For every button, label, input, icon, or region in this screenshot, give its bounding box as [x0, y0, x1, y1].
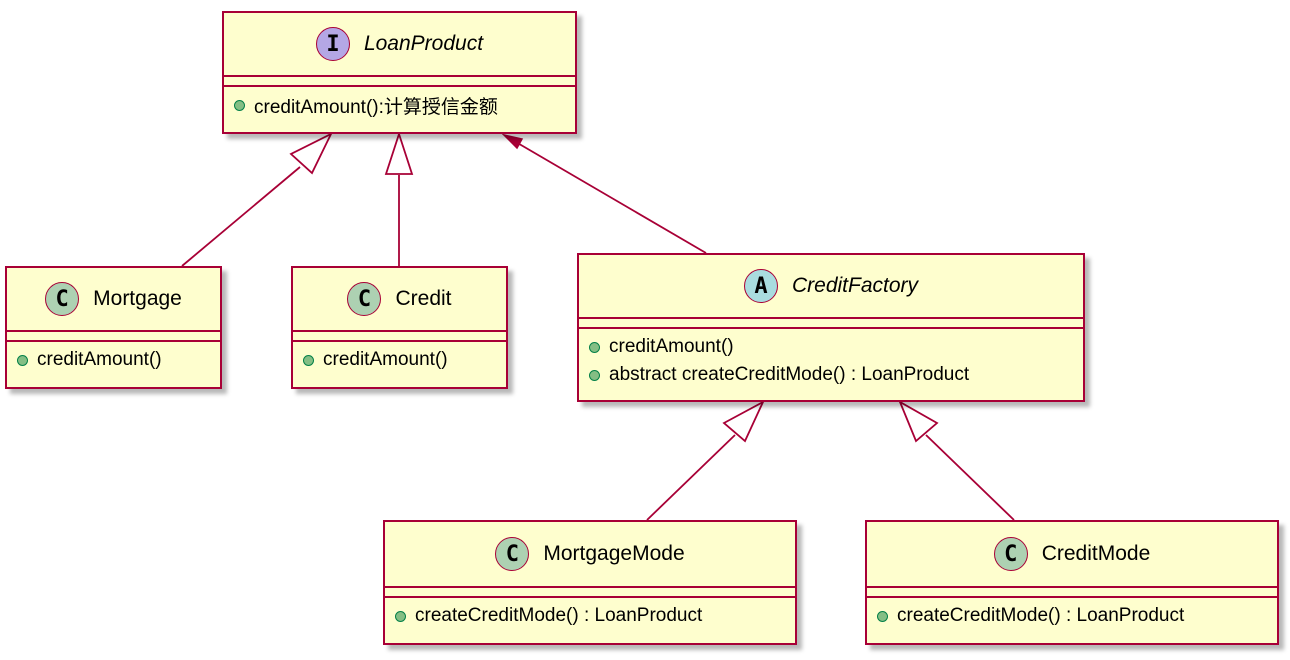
class-name: Credit [395, 287, 452, 310]
method-separator [293, 340, 506, 342]
class-badge-icon: C [993, 537, 1028, 571]
class-header: C MortgageMode [385, 522, 795, 586]
method-list: creditAmount() [293, 342, 506, 380]
class-name: Mortgage [93, 287, 182, 310]
public-dot-icon [303, 354, 314, 366]
field-separator [293, 330, 506, 332]
method-list: creditAmount() abstract createCreditMode… [579, 329, 1083, 395]
class-header: A CreditFactory [579, 255, 1083, 317]
class-loanproduct[interactable]: I LoanProduct creditAmount():计算授信金额 [222, 11, 577, 134]
method-item: createCreditMode() : LoanProduct [395, 602, 795, 630]
method-list: creditAmount() [7, 342, 220, 380]
interface-badge-icon: I [315, 27, 350, 61]
class-creditmode[interactable]: C CreditMode createCreditMode() : LoanPr… [865, 520, 1279, 645]
method-item: creditAmount() [303, 346, 506, 374]
public-dot-icon [589, 369, 600, 381]
field-separator [385, 586, 795, 588]
method-label: createCreditMode() : LoanProduct [897, 605, 1185, 626]
relation-credit-loanproduct [384, 131, 414, 266]
class-name: LoanProduct [363, 32, 484, 55]
class-name: MortgageMode [543, 542, 685, 565]
method-item: creditAmount():计算授信金额 [234, 91, 575, 119]
field-separator [579, 317, 1083, 319]
class-badge-icon: C [45, 282, 80, 316]
method-label: createCreditMode() : LoanProduct [415, 605, 703, 626]
method-label: abstract createCreditMode() : LoanProduc… [609, 364, 970, 385]
abstract-badge-icon: A [743, 269, 778, 303]
relation-creditmode-creditfactory [898, 399, 1015, 521]
method-separator [385, 596, 795, 598]
class-header: I LoanProduct [224, 13, 575, 75]
method-separator [7, 340, 220, 342]
field-separator [224, 75, 575, 77]
method-item: creditAmount() [17, 346, 220, 374]
relation-creditfactory-loanproduct [501, 133, 707, 254]
class-header: C Credit [293, 268, 506, 330]
public-dot-icon [234, 99, 245, 111]
method-label: creditAmount() [37, 349, 162, 370]
method-item: abstract createCreditMode() : LoanProduc… [589, 361, 1083, 389]
method-list: createCreditMode() : LoanProduct [385, 598, 795, 636]
class-header: C CreditMode [867, 522, 1277, 586]
method-list: creditAmount():计算授信金额 [224, 87, 575, 125]
method-label: creditAmount() [609, 336, 734, 357]
field-separator [7, 330, 220, 332]
method-label: creditAmount():计算授信金额 [254, 96, 498, 118]
class-header: C Mortgage [7, 268, 220, 330]
method-item: creditAmount() [589, 333, 1083, 361]
class-creditfactory[interactable]: A CreditFactory creditAmount() abstract … [577, 253, 1085, 402]
method-label: creditAmount() [323, 349, 448, 370]
class-badge-icon: C [495, 537, 530, 571]
class-badge-icon: C [347, 282, 382, 316]
relation-mortgagemode-creditfactory [646, 399, 765, 521]
method-item: createCreditMode() : LoanProduct [877, 602, 1277, 630]
public-dot-icon [877, 610, 888, 622]
class-name: CreditMode [1041, 542, 1151, 565]
method-separator [867, 596, 1277, 598]
public-dot-icon [395, 610, 406, 622]
relation-mortgage-loanproduct [181, 132, 333, 267]
class-mortgagemode[interactable]: C MortgageMode createCreditMode() : Loan… [383, 520, 797, 645]
public-dot-icon [17, 354, 28, 366]
class-credit[interactable]: C Credit creditAmount() [291, 266, 508, 389]
field-separator [867, 586, 1277, 588]
class-mortgage[interactable]: C Mortgage creditAmount() [5, 266, 222, 389]
method-separator [579, 327, 1083, 329]
class-name: CreditFactory [791, 274, 919, 297]
method-list: createCreditMode() : LoanProduct [867, 598, 1277, 636]
public-dot-icon [589, 341, 600, 353]
method-separator [224, 85, 575, 87]
